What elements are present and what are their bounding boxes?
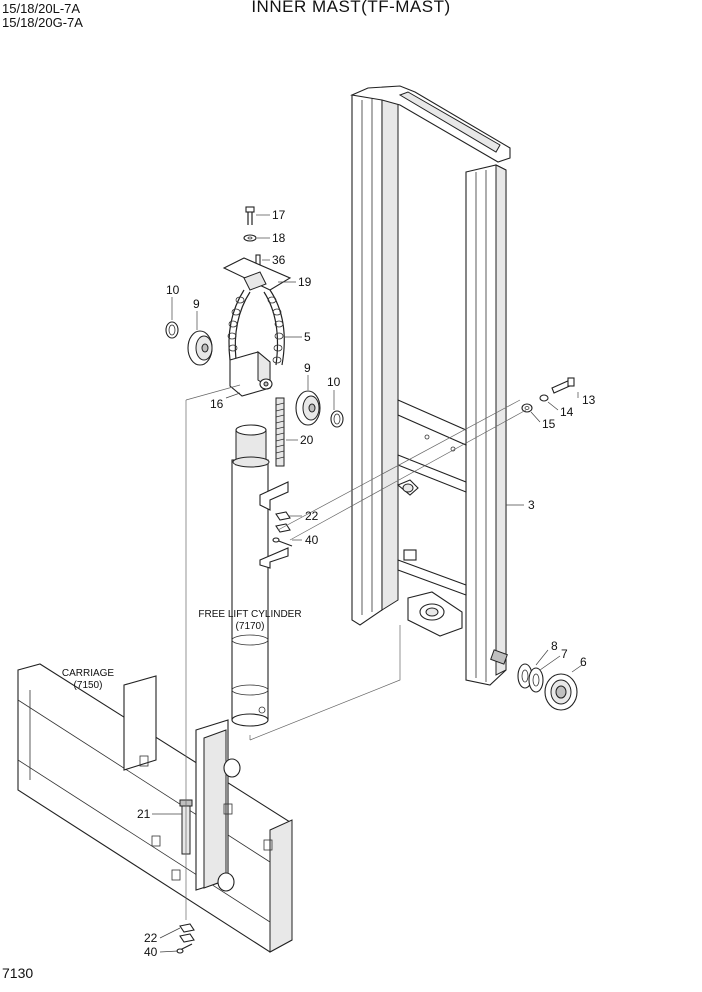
callout-3: 3 bbox=[528, 498, 535, 512]
carriage-caption: CARRIAGE bbox=[62, 668, 115, 679]
carriage-ref: (7150) bbox=[74, 680, 103, 691]
model-code-1: 15/18/20L-7A bbox=[2, 1, 81, 16]
inner-mast bbox=[350, 85, 511, 686]
phantom-lines bbox=[185, 384, 527, 920]
roller-group bbox=[517, 663, 578, 711]
callout-22-upper: 22 bbox=[305, 509, 319, 523]
callout-19: 19 bbox=[298, 275, 312, 289]
callout-6: 6 bbox=[580, 655, 587, 669]
callout-10-right: 10 bbox=[327, 375, 341, 389]
callout-17: 17 bbox=[272, 208, 286, 222]
callout-22-lower: 22 bbox=[144, 931, 158, 945]
callout-10-left: 10 bbox=[166, 283, 180, 297]
callout-9-left: 9 bbox=[193, 297, 200, 311]
callout-13: 13 bbox=[582, 393, 596, 407]
callout-9-right: 9 bbox=[304, 361, 311, 375]
callout-40-lower: 40 bbox=[144, 945, 158, 959]
model-code-2: 15/18/20G-7A bbox=[2, 15, 83, 30]
callout-leaders bbox=[152, 214, 583, 953]
page-title: INNER MAST(TF-MAST) bbox=[251, 0, 451, 16]
callout-20: 20 bbox=[300, 433, 314, 447]
callout-36: 36 bbox=[272, 253, 286, 267]
chain-sheave-assembly bbox=[165, 206, 344, 547]
cylinder-caption: FREE LIFT CYLINDER bbox=[198, 609, 301, 620]
bolt-group-13 bbox=[521, 377, 575, 413]
callout-7: 7 bbox=[561, 647, 568, 661]
callout-14: 14 bbox=[560, 405, 574, 419]
free-lift-cylinder bbox=[231, 424, 289, 727]
callout-21: 21 bbox=[137, 807, 151, 821]
callout-numbers: 17 18 36 19 5 10 9 9 10 16 20 13 14 15 3… bbox=[137, 208, 596, 959]
cylinder-ref: (7170) bbox=[236, 621, 265, 632]
callout-5: 5 bbox=[304, 330, 311, 344]
page-code: 7130 bbox=[2, 965, 34, 981]
callout-8: 8 bbox=[551, 639, 558, 653]
callout-18: 18 bbox=[272, 231, 286, 245]
callout-15: 15 bbox=[542, 417, 556, 431]
callout-40-upper: 40 bbox=[305, 533, 319, 547]
callout-16: 16 bbox=[210, 397, 224, 411]
carriage bbox=[17, 663, 293, 954]
